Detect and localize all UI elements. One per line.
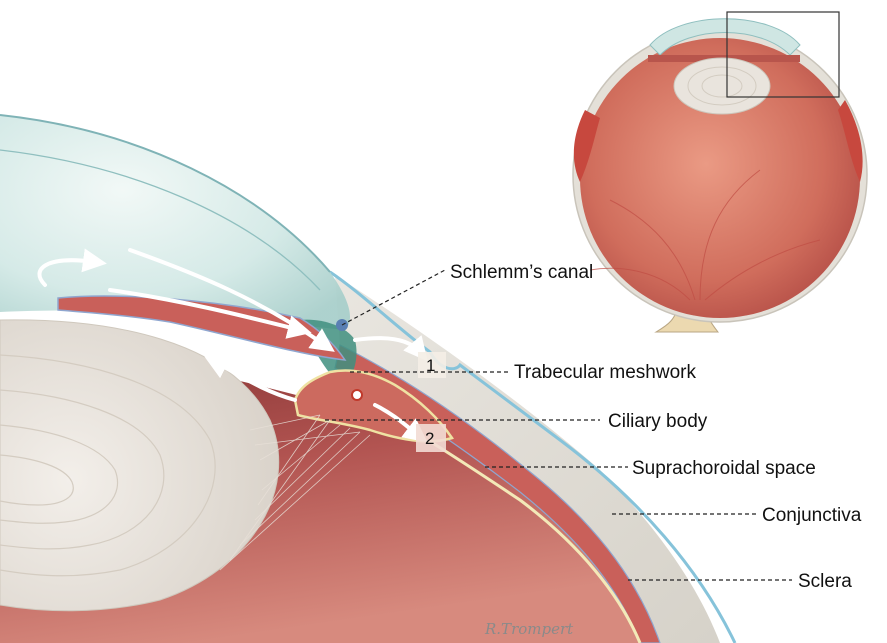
cornea	[0, 115, 350, 330]
label-schlemms-canal: Schlemm’s canal	[450, 262, 593, 283]
label-sclera: Sclera	[798, 571, 852, 592]
artist-signature: R.Trompert	[484, 620, 574, 638]
label-conjunctiva: Conjunctiva	[762, 505, 862, 526]
label-ciliary-body: Ciliary body	[608, 411, 708, 432]
pathway-2-label: 2	[425, 429, 434, 448]
label-suprachoroidal-space: Suprachoroidal space	[632, 458, 816, 479]
label-trabecular-meshwork: Trabecular meshwork	[514, 362, 696, 383]
inset-whole-eye	[573, 12, 867, 332]
